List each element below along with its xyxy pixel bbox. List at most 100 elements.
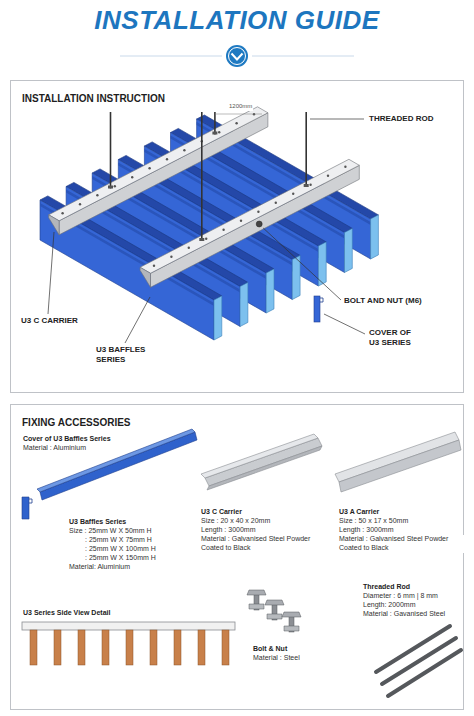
- spec-text: : 25mm W X 100mm H: [84, 545, 157, 554]
- carrier-hole: [166, 158, 168, 160]
- rod-nut: [199, 238, 204, 241]
- callout-label: U3 BAFFLES SERIES: [95, 345, 161, 365]
- leader-line: [324, 314, 365, 334]
- threaded-rod: [388, 650, 461, 696]
- baffle-side-view: [78, 630, 85, 665]
- part-title: U3 Baffles Series: [68, 518, 127, 527]
- spec-text: Diameter : 6 mm | 8 mm: [362, 592, 439, 601]
- spec-text: Length : 3000mm: [200, 526, 256, 535]
- c-carrier-lip: [207, 446, 322, 490]
- spec-text: Size : 20 x 40 x 20mm: [200, 517, 271, 526]
- bolt: [256, 221, 262, 227]
- dimension-line: [215, 114, 262, 115]
- baffle-end: [214, 296, 222, 340]
- dimension-label: 1200mm: [228, 103, 253, 111]
- cover-bar: [22, 429, 197, 519]
- spec-text: Material : Aluminium: [22, 444, 87, 453]
- part-title: U3 Series Side View Detail: [22, 609, 111, 618]
- carrier-hole: [235, 122, 237, 124]
- baffle-side-view: [174, 630, 181, 665]
- spec-text: Material : Galvanised Steel Powder Coate…: [200, 535, 324, 553]
- carrier-hole: [148, 167, 150, 169]
- part-title: U3 C Carrier: [200, 508, 243, 517]
- panel-heading: INSTALLATION INSTRUCTION: [22, 93, 165, 104]
- carrier-hole: [79, 203, 81, 205]
- side-view-carrier: [22, 622, 235, 630]
- carrier-hole: [205, 238, 207, 240]
- rod-nut: [108, 186, 113, 189]
- spec-text: Size : 25mm W X 50mm H: [68, 527, 152, 536]
- carrier-hole: [257, 211, 259, 213]
- threaded-rod-part: [376, 626, 461, 696]
- carrier-hole: [170, 256, 172, 258]
- baffle-end: [345, 228, 353, 272]
- cover-clip: [22, 497, 29, 519]
- spec-text: : 25mm W X 150mm H: [84, 554, 157, 563]
- carrier-hole: [309, 184, 311, 186]
- baffle-end: [292, 255, 300, 299]
- arrow-icon-ring: [229, 48, 246, 65]
- leader-line: [263, 228, 341, 300]
- carrier-hole: [222, 229, 224, 231]
- leader-line: [125, 297, 150, 343]
- baffle-end: [266, 269, 274, 313]
- spec-text: Material : Gavanised Steel: [362, 610, 446, 619]
- carrier-hole: [183, 149, 185, 151]
- carrier-top: [49, 107, 268, 221]
- nut: [267, 614, 282, 619]
- carrier-hole: [253, 113, 255, 115]
- nut: [284, 626, 299, 631]
- bolt-and-nut-part: [247, 590, 301, 632]
- side-view-detail: [22, 622, 235, 665]
- part-title: Bolt & Nut: [252, 645, 288, 654]
- baffle-end: [371, 215, 379, 259]
- page-title: INSTALLATION GUIDE: [0, 5, 474, 36]
- carrier-hole: [344, 166, 346, 168]
- bolt-head: [265, 600, 284, 605]
- carrier-hole: [131, 176, 133, 178]
- threaded-rod: [305, 112, 307, 187]
- carrier-hole: [327, 175, 329, 177]
- baffle-side-view: [30, 630, 37, 665]
- threaded-rod: [201, 112, 203, 241]
- carrier-end: [140, 267, 150, 287]
- leader-line: [48, 232, 54, 314]
- carrier-hole: [96, 194, 98, 196]
- c-carrier-part: [201, 434, 322, 490]
- a-carrier-side: [339, 440, 461, 492]
- callout-label: COVER OF U3 SERIES: [368, 328, 424, 348]
- part-title: U3 A Carrier: [338, 508, 380, 517]
- carrier-end: [49, 215, 59, 235]
- carrier-hole: [292, 193, 294, 195]
- carrier-hole: [218, 131, 220, 133]
- cover-piece: [314, 296, 320, 322]
- carrier-hole: [153, 265, 155, 267]
- leader-line: [310, 119, 364, 120]
- carrier-hole: [188, 247, 190, 249]
- divider-line: [252, 56, 354, 57]
- arrow-chevron: [232, 54, 243, 60]
- carrier-hole: [240, 220, 242, 222]
- rod-nut: [304, 184, 309, 187]
- bolt-head: [282, 612, 301, 617]
- carrier-web: [59, 113, 268, 235]
- baffle-side-view: [222, 630, 229, 665]
- threaded-rod: [214, 112, 216, 135]
- panel-heading: FIXING ACCESSORIES: [22, 417, 131, 428]
- carrier-hole: [114, 185, 116, 187]
- callout-label: BOLT AND NUT (M6): [343, 296, 423, 306]
- c-carrier-web: [205, 438, 322, 486]
- cover-hook: [320, 298, 323, 302]
- baffle-side-view: [150, 630, 157, 665]
- baffle-side-view: [198, 630, 205, 665]
- threaded-rod: [110, 112, 112, 189]
- a-carrier-part: [335, 432, 461, 492]
- nut: [249, 604, 264, 609]
- spec-text: Size : 50 x 17 x 50mm: [338, 517, 409, 526]
- bolt-head: [247, 590, 266, 595]
- baffle-end: [318, 242, 326, 286]
- callout-label: U3 C CARRIER: [20, 316, 79, 326]
- spec-text: Material : Galvanised Steel Powder Coate…: [338, 535, 466, 553]
- baffle-side-view: [126, 630, 133, 665]
- spec-text: : 25mm W X 75mm H: [84, 536, 153, 545]
